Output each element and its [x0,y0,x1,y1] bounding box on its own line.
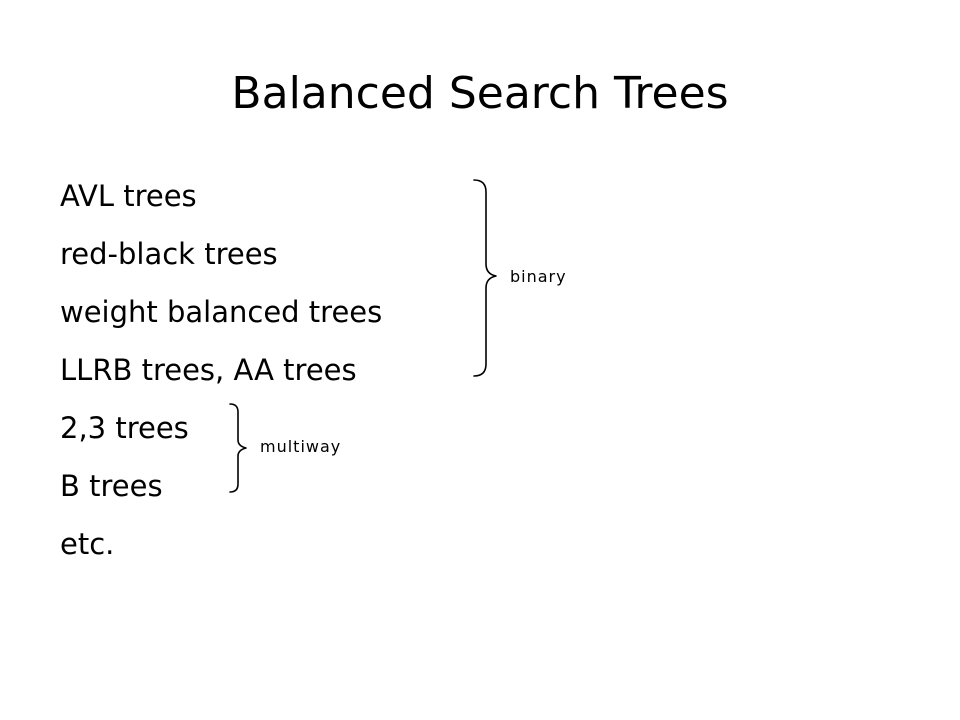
list-item-weight-balanced: weight balanced trees [60,295,383,329]
list-item-llrb-aa: LLRB trees, AA trees [60,353,357,387]
multiway-group-label: multiway [260,437,342,456]
binary-group-label: binary [510,267,567,286]
slide-title: Balanced Search Trees [231,68,729,119]
list-item-red-black: red-black trees [60,237,278,271]
multiway-brace [229,403,247,493]
list-item-b-trees: B trees [60,469,163,503]
binary-brace [473,179,497,377]
tree-type-list: AVL trees red-black trees weight balance… [60,167,382,573]
list-item-etc: etc. [60,527,115,561]
list-item-avl: AVL trees [60,179,197,213]
list-item-2-3: 2,3 trees [60,411,189,445]
